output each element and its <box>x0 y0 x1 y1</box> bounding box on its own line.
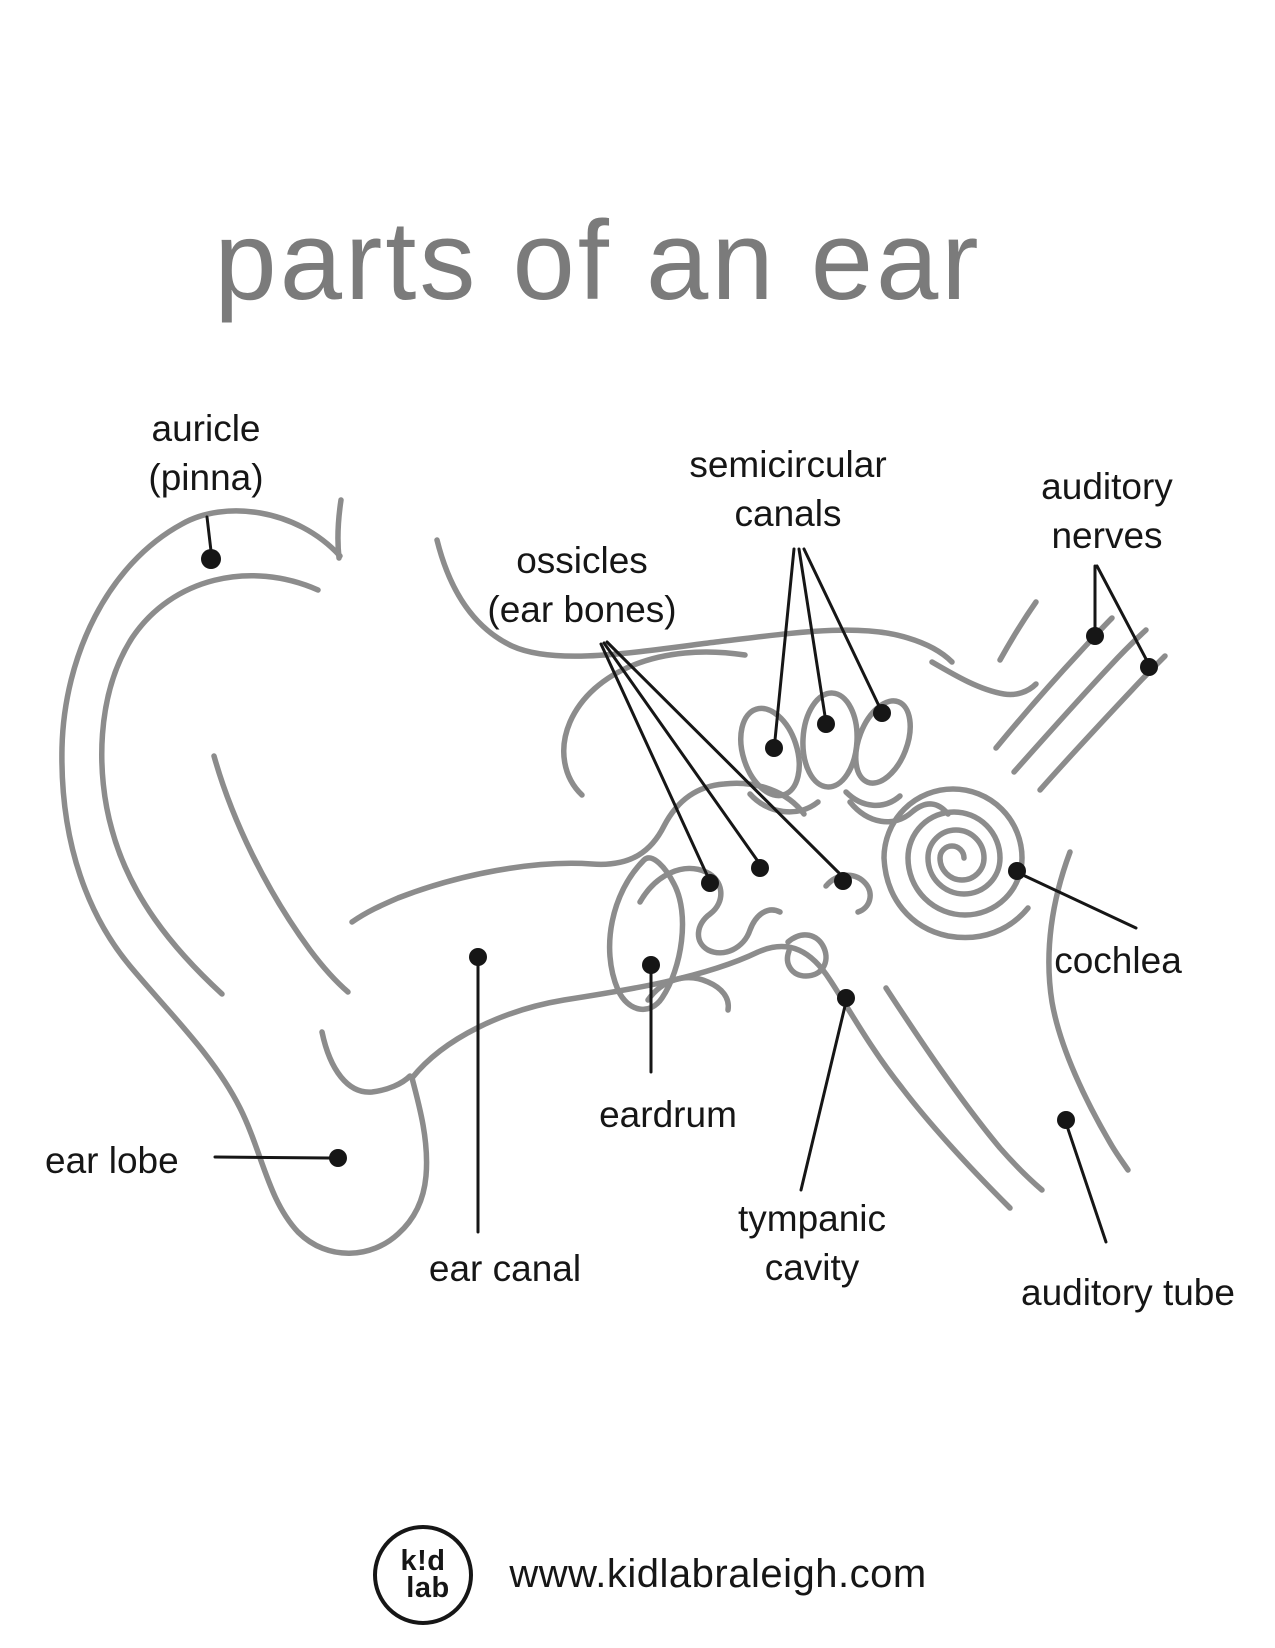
label-ear-canal-text: ear canal <box>428 1248 582 1289</box>
ossicles-leader-1 <box>599 642 709 877</box>
auditory-tube-leader <box>1066 1127 1108 1244</box>
label-semicircular-canals: semicircular canals <box>689 440 886 538</box>
semicircular-canal-loop-3 <box>853 698 913 786</box>
auditory-tube-dot <box>1057 1111 1075 1129</box>
skull-top-boundary <box>434 537 955 665</box>
ossicles-dot-3 <box>834 872 852 890</box>
semicircular-canal-loop-1 <box>738 705 802 799</box>
label-auditory-nerves-line1: auditory <box>1041 466 1173 507</box>
website-url: www.kidlabraleigh.com <box>509 1552 927 1596</box>
ear-canal-dot <box>469 948 487 966</box>
ossicles-dot-2 <box>751 859 769 877</box>
semicircular-dot-1 <box>765 739 783 757</box>
leader-lines <box>205 515 1148 1244</box>
ear-lobe-dot <box>329 1149 347 1167</box>
label-ossicles-line2: (ear bones) <box>487 589 677 630</box>
ear-lobe-leader <box>213 1155 331 1160</box>
semicircular-leader-2 <box>797 547 827 718</box>
label-ear-lobe: ear lobe <box>45 1136 179 1185</box>
auditory-nerves-leader-2 <box>1095 564 1148 661</box>
label-tympanic-line1: tympanic <box>737 1198 887 1239</box>
label-auditory-tube: auditory tube <box>1021 1268 1235 1317</box>
label-auditory-nerves: auditory nerves <box>1041 462 1173 560</box>
label-auricle-line1: auricle <box>151 408 261 449</box>
lobe-inner-curve <box>319 1029 413 1095</box>
auricle-dot <box>201 549 221 569</box>
tympanic-floor-arc <box>645 975 732 1013</box>
antihelix-curve <box>211 753 351 995</box>
page-title: parts of an ear <box>214 198 982 323</box>
label-tympanic-cavity: tympanic cavity <box>738 1194 886 1292</box>
canal-base-arc-2 <box>843 789 903 809</box>
pinna-outline <box>59 508 430 1256</box>
auditory-nerve-fiber-4 <box>997 599 1039 663</box>
pinna-top-stub <box>335 497 344 561</box>
kidlab-logo-line2: lab <box>406 1572 450 1604</box>
ossicles-dot-1 <box>701 874 719 892</box>
helix-inner-rim <box>99 573 321 997</box>
label-semicircular-line1: semicircular <box>689 444 887 485</box>
semicircular-dot-3 <box>873 704 891 722</box>
marker-dots <box>201 549 1158 1167</box>
label-eardrum: eardrum <box>599 1090 737 1139</box>
ossicle-malleus <box>637 865 783 956</box>
cochlea-leader <box>1023 874 1138 930</box>
cochlea-dot <box>1008 862 1026 880</box>
label-auditory-tube-text: auditory tube <box>1021 1272 1235 1313</box>
label-tympanic-line2: cavity <box>764 1247 860 1288</box>
auditory-tube-mid-wall <box>883 985 1045 1193</box>
auditory-nerve-fiber-2 <box>1011 627 1149 775</box>
ear-canal-upper-wall <box>349 780 807 925</box>
label-cochlea-text: cochlea <box>1054 940 1182 981</box>
label-ear-canal: ear canal <box>429 1244 581 1293</box>
ear-canal-lower-wall <box>409 943 1013 1211</box>
auditory-tube-right-wall <box>1046 849 1131 1173</box>
vestibule-wiggle <box>847 799 951 825</box>
auditory-nerves-dot-2 <box>1140 658 1158 676</box>
canal-base-arc-1 <box>747 791 821 815</box>
label-ossicles-line1: ossicles <box>516 540 648 581</box>
auricle-leader <box>205 515 213 553</box>
label-auricle: auricle (pinna) <box>148 404 263 502</box>
eardrum-membrane <box>606 855 686 1013</box>
semicircular-canal-loop-2 <box>800 690 860 790</box>
cochlea-spiral <box>881 786 1031 941</box>
tympanic-cavity-leader <box>799 1004 847 1192</box>
label-eardrum-text: eardrum <box>599 1094 737 1135</box>
eardrum-dot <box>642 956 660 974</box>
kidlab-logo-line1: k!d <box>400 1545 446 1577</box>
label-ear-lobe-text: ear lobe <box>45 1140 179 1181</box>
concha-hook <box>561 649 748 798</box>
ossicles-leader-3 <box>605 640 841 875</box>
ossicle-stapes <box>784 932 829 979</box>
kidlab-logo: k!d lab <box>373 1525 473 1625</box>
label-cochlea: cochlea <box>1054 936 1182 985</box>
label-ossicles: ossicles (ear bones) <box>487 536 676 634</box>
ossicles-leader-2 <box>602 641 759 862</box>
auditory-nerves-dot-1 <box>1086 627 1104 645</box>
semicircular-leader-1 <box>773 547 796 742</box>
label-semicircular-line2: canals <box>734 493 842 534</box>
label-auricle-line2: (pinna) <box>148 457 264 498</box>
semicircular-dot-2 <box>817 715 835 733</box>
nerve-base-squiggle <box>929 659 1039 698</box>
tympanic-cavity-dot <box>837 989 855 1007</box>
ear-sketch-strokes <box>59 497 1168 1256</box>
semicircular-leader-3 <box>802 547 881 708</box>
label-auditory-nerves-line2: nerves <box>1051 515 1163 556</box>
